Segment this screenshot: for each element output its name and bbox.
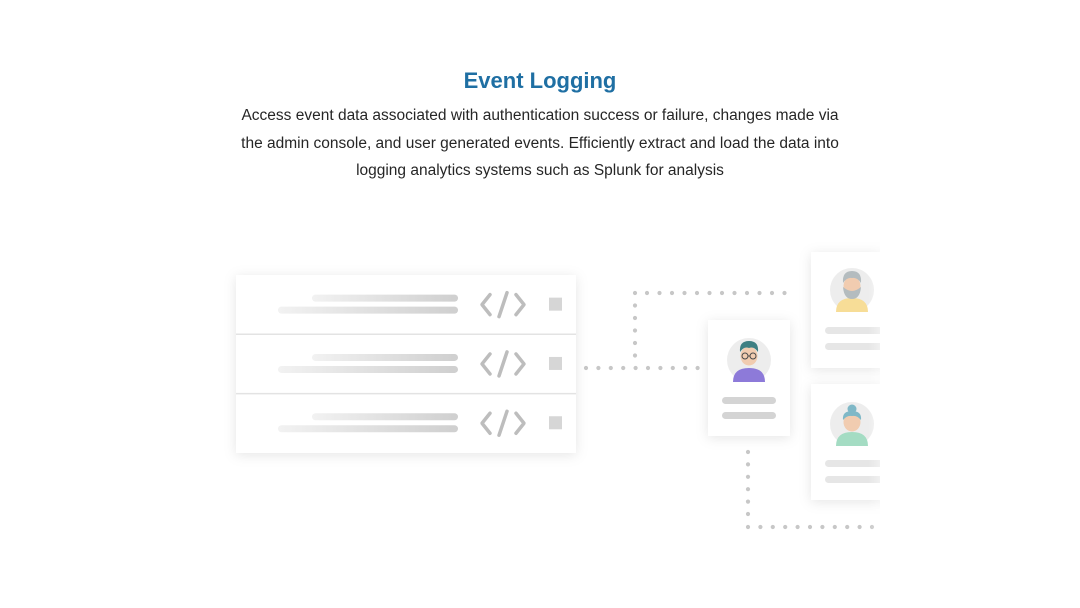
log-row: [278, 290, 562, 319]
status-square-icon: [549, 416, 562, 430]
log-line-bar: [278, 365, 458, 373]
section-description: Access event data associated with authen…: [241, 107, 839, 179]
user-card-center: [708, 320, 790, 436]
log-row: [236, 392, 576, 437]
section-title: Event Logging: [463, 68, 617, 93]
log-line-bar: [312, 353, 458, 361]
log-line-bar: [278, 306, 458, 314]
code-icon: [480, 409, 526, 437]
code-icon: [480, 290, 526, 319]
log-panel: [236, 275, 576, 453]
status-square-icon: [549, 297, 562, 311]
log-row: [236, 333, 576, 378]
connector-bottom-right: [745, 524, 875, 530]
connector-user-down: [745, 449, 751, 517]
connector-branch-up: [632, 290, 638, 358]
connector-lines: [583, 290, 875, 530]
connector-server-to-user: [583, 365, 700, 371]
status-square-icon: [549, 356, 562, 370]
user-avatar-glasses-icon: [727, 338, 771, 382]
user-avatar-bun-icon: [830, 402, 874, 446]
code-icon: [480, 350, 526, 378]
connector-to-top-user: [644, 290, 787, 296]
log-line-bar: [278, 425, 458, 433]
log-line-bar: [312, 413, 458, 421]
user-avatar-beard-icon: [830, 268, 874, 312]
log-line-bar: [312, 294, 458, 302]
